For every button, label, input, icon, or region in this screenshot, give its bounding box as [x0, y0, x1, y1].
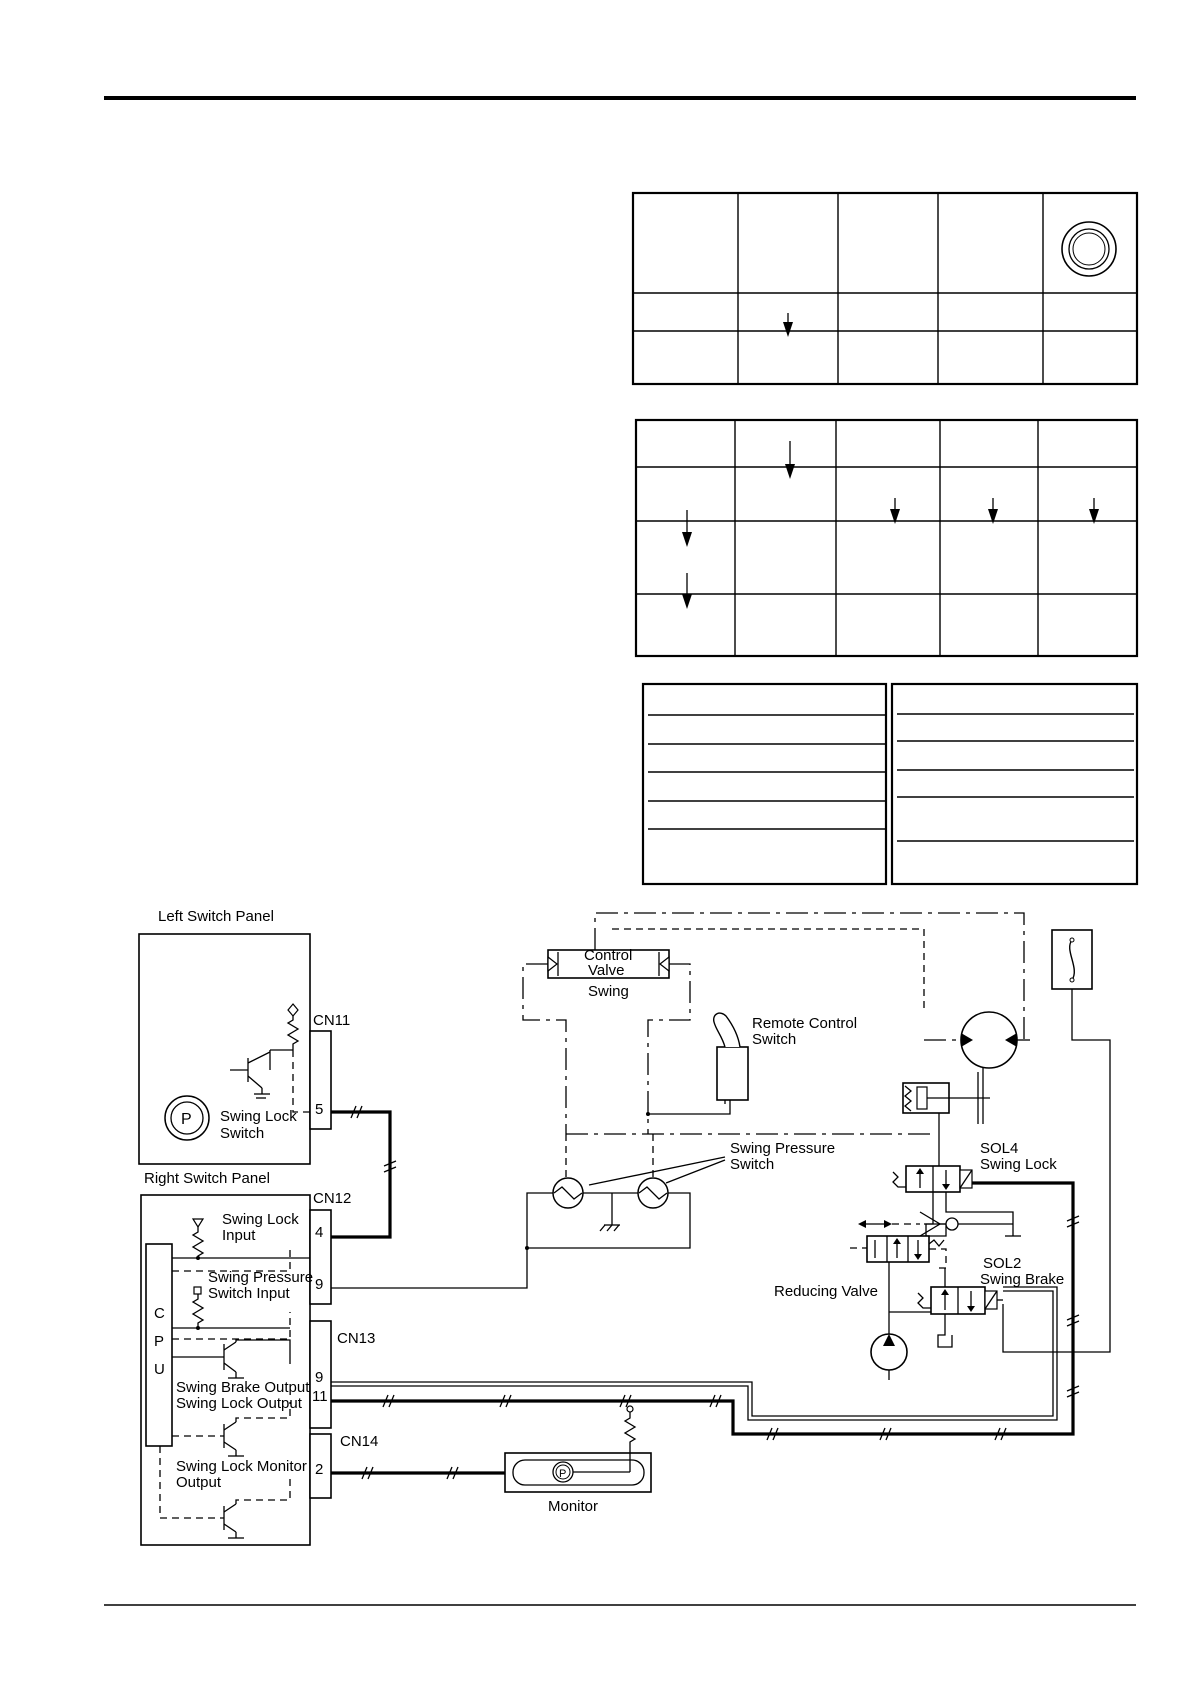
table-3 [641, 682, 1139, 886]
swing-lock-monitor-label: Swing Lock Monitor [176, 1458, 307, 1475]
p-lamp-letter: P [559, 1468, 566, 1480]
pressure-switch-right-icon [637, 1177, 669, 1209]
right-switch-panel-title: Right Switch Panel [144, 1170, 270, 1187]
cpu-letter-p: P [154, 1333, 164, 1350]
brake-cylinder [902, 1068, 990, 1124]
wire-cn11-cn12 [331, 1110, 392, 1239]
wire-cn13-9 [331, 1290, 1054, 1417]
reducing-valve-label: Reducing Valve [774, 1283, 878, 1300]
control-valve: Control Valve Swing [547, 947, 670, 1000]
cn13-pin-a: 9 [315, 1369, 323, 1386]
reducing-valve: Reducing Valve [774, 1235, 945, 1300]
check-valve-icon [919, 1211, 1013, 1237]
swing-pressure-switch-label: Swing Pressure [730, 1140, 835, 1157]
p-button-letter: P [181, 1111, 192, 1128]
table-2 [634, 418, 1139, 658]
swing-pressure-switch-label-2: Switch [730, 1156, 774, 1173]
control-valve-label-2: Valve [588, 962, 624, 979]
right-switch-panel: Right Switch Panel C P U CN12 4 9 CN13 9… [140, 1170, 378, 1546]
swing-lock-input-label: Swing Lock [222, 1211, 299, 1228]
wire-break-marks [382, 1215, 1080, 1441]
terminal-icon [191, 1286, 205, 1328]
p-lamp-icon: P [552, 1461, 574, 1483]
transistor-icon [230, 1003, 300, 1099]
swing-lock-input-label-2: Input [222, 1227, 256, 1244]
control-valve-label: Control [584, 947, 632, 964]
wire-break-marks [361, 1466, 459, 1480]
sol2-valve: SOL2 Swing Brake [917, 1255, 1064, 1315]
cn12-connector [309, 1209, 332, 1305]
wire-cn12-pressure-switch [331, 1248, 528, 1289]
cn12-pin-b: 9 [315, 1276, 323, 1293]
cn14-connector [309, 1433, 332, 1499]
down-arrow-icon [682, 510, 692, 547]
cpu-letter-u: U [154, 1361, 165, 1378]
wire-cn13-11-swing-lock [331, 1181, 1075, 1436]
cn11-pin: 5 [315, 1101, 323, 1118]
cn13-pin-b: 11 [312, 1388, 328, 1405]
sol4-name-label: Swing Lock [980, 1156, 1057, 1173]
swing-lock-monitor-label-2: Output [176, 1474, 222, 1491]
cpu-letter-c: C [154, 1305, 165, 1322]
sol2-label: SOL2 [983, 1255, 1021, 1272]
swing-lock-output-label: Swing Lock Output [176, 1395, 303, 1412]
double-arrow-icon [858, 1220, 920, 1228]
sol2-name-label: Swing Brake [980, 1271, 1064, 1288]
transistor-icon [172, 1402, 291, 1457]
hydraulic-motor-icon [960, 1011, 1018, 1069]
cn12-label: CN12 [313, 1190, 351, 1207]
down-arrow-icon [890, 498, 900, 524]
transistor-icon [159, 1446, 291, 1539]
swing-lock-switch-label: Swing Lock [220, 1108, 297, 1125]
cn13-connector [309, 1320, 332, 1429]
fuse-icon [1051, 929, 1093, 990]
down-arrow-icon [1089, 498, 1099, 524]
down-arrow-icon [785, 441, 795, 479]
cn14-pin: 2 [315, 1461, 323, 1478]
left-switch-panel: Left Switch Panel CN11 5 P Swing Lock Sw… [138, 908, 350, 1165]
swing-pressure-input-label: Swing Pressure [208, 1269, 313, 1286]
cpu-block [145, 1243, 173, 1447]
antenna-icon [191, 1218, 205, 1258]
cn11-label: CN11 [313, 1012, 350, 1029]
sol4-label: SOL4 [980, 1140, 1018, 1157]
indicator-lamp-icon [1061, 221, 1117, 277]
down-arrow-icon [988, 498, 998, 524]
remote-control-label-2: Switch [752, 1031, 796, 1048]
swing-lock-switch-label-2: Switch [220, 1125, 264, 1142]
cn11-connector [309, 1030, 332, 1130]
sol4-valve: SOL4 Swing Lock [892, 1140, 1057, 1193]
cn12-pin-a: 4 [315, 1224, 323, 1241]
p-button-icon: P [164, 1095, 210, 1141]
monitor: P Monitor [504, 1405, 652, 1515]
wire-break-marks [350, 1105, 397, 1173]
remote-control-switch: Remote Control Switch [712, 1012, 857, 1104]
swing-label: Swing [588, 983, 629, 1000]
pressure-switch-left-icon [552, 1177, 584, 1209]
down-arrow-icon [783, 313, 793, 337]
transistor-icon [172, 1339, 291, 1379]
remote-control-label: Remote Control [752, 1015, 857, 1032]
table-1 [631, 191, 1139, 386]
down-arrow-icon [682, 573, 692, 609]
swing-brake-output-label: Swing Brake Output [176, 1379, 310, 1396]
monitor-label: Monitor [548, 1498, 598, 1515]
cn14-label: CN14 [340, 1433, 378, 1450]
left-switch-panel-title: Left Switch Panel [158, 908, 274, 925]
cn13-label: CN13 [337, 1330, 375, 1347]
swing-pressure-input-label-2: Switch Input [208, 1285, 291, 1302]
pump-icon [870, 1262, 931, 1380]
